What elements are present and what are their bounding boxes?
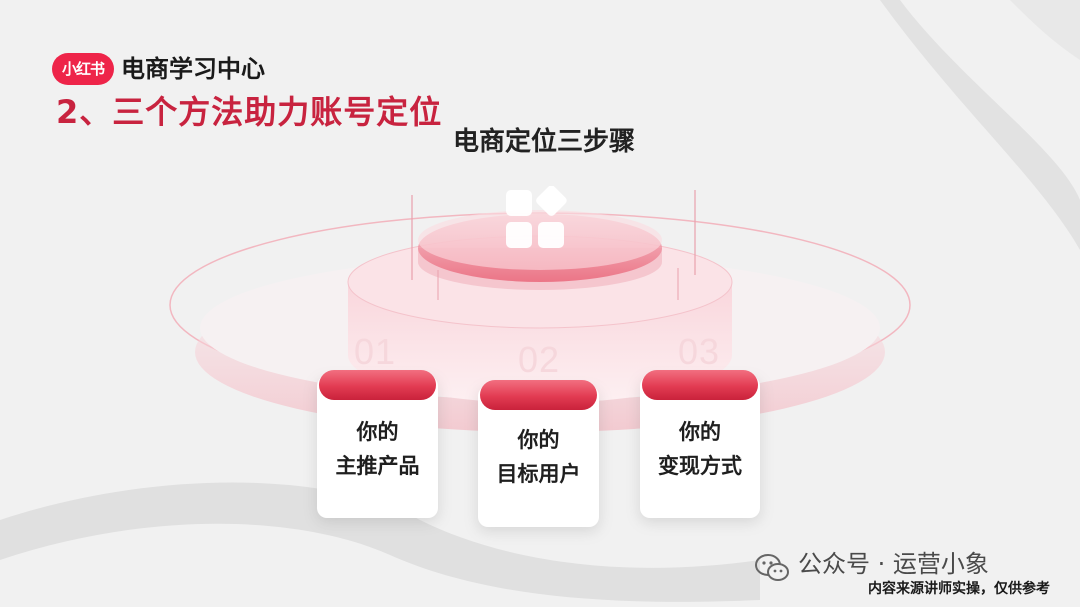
- step-tab-03: [642, 370, 758, 400]
- step-number-02: 02: [518, 339, 561, 380]
- step-number-01: 01: [354, 331, 397, 372]
- diagram-title: 电商定位三步骤: [452, 127, 635, 157]
- step-number-03: 03: [678, 331, 721, 372]
- step-line1-01: 你的: [356, 420, 399, 444]
- step-tab-01: [319, 370, 436, 400]
- step-line1-03: 你的: [679, 420, 721, 444]
- wechat-icon: [755, 554, 789, 581]
- step-card-01: 你的 主推产品: [317, 370, 438, 518]
- step-line2-03: 变现方式: [658, 454, 742, 478]
- step-line2-02: 目标用户: [496, 462, 581, 486]
- step-line2-01: 主推产品: [335, 454, 420, 478]
- step-tab-02: [480, 380, 597, 410]
- wechat-account-name: 公众号 · 运营小象: [798, 550, 989, 578]
- step-card-03: 你的 变现方式: [640, 370, 760, 518]
- slide-title: 2、三个方法助力账号定位: [56, 93, 443, 131]
- step-line1-02: 你的: [517, 428, 560, 452]
- step-card-02: 你的 目标用户: [478, 380, 599, 527]
- apps-grid-icon: [506, 186, 567, 248]
- source-note: 内容来源讲师实操，仅供参考: [868, 581, 1050, 597]
- xiaohongshu-logo: 小红书: [52, 53, 114, 85]
- brand-name: 电商学习中心: [121, 55, 265, 83]
